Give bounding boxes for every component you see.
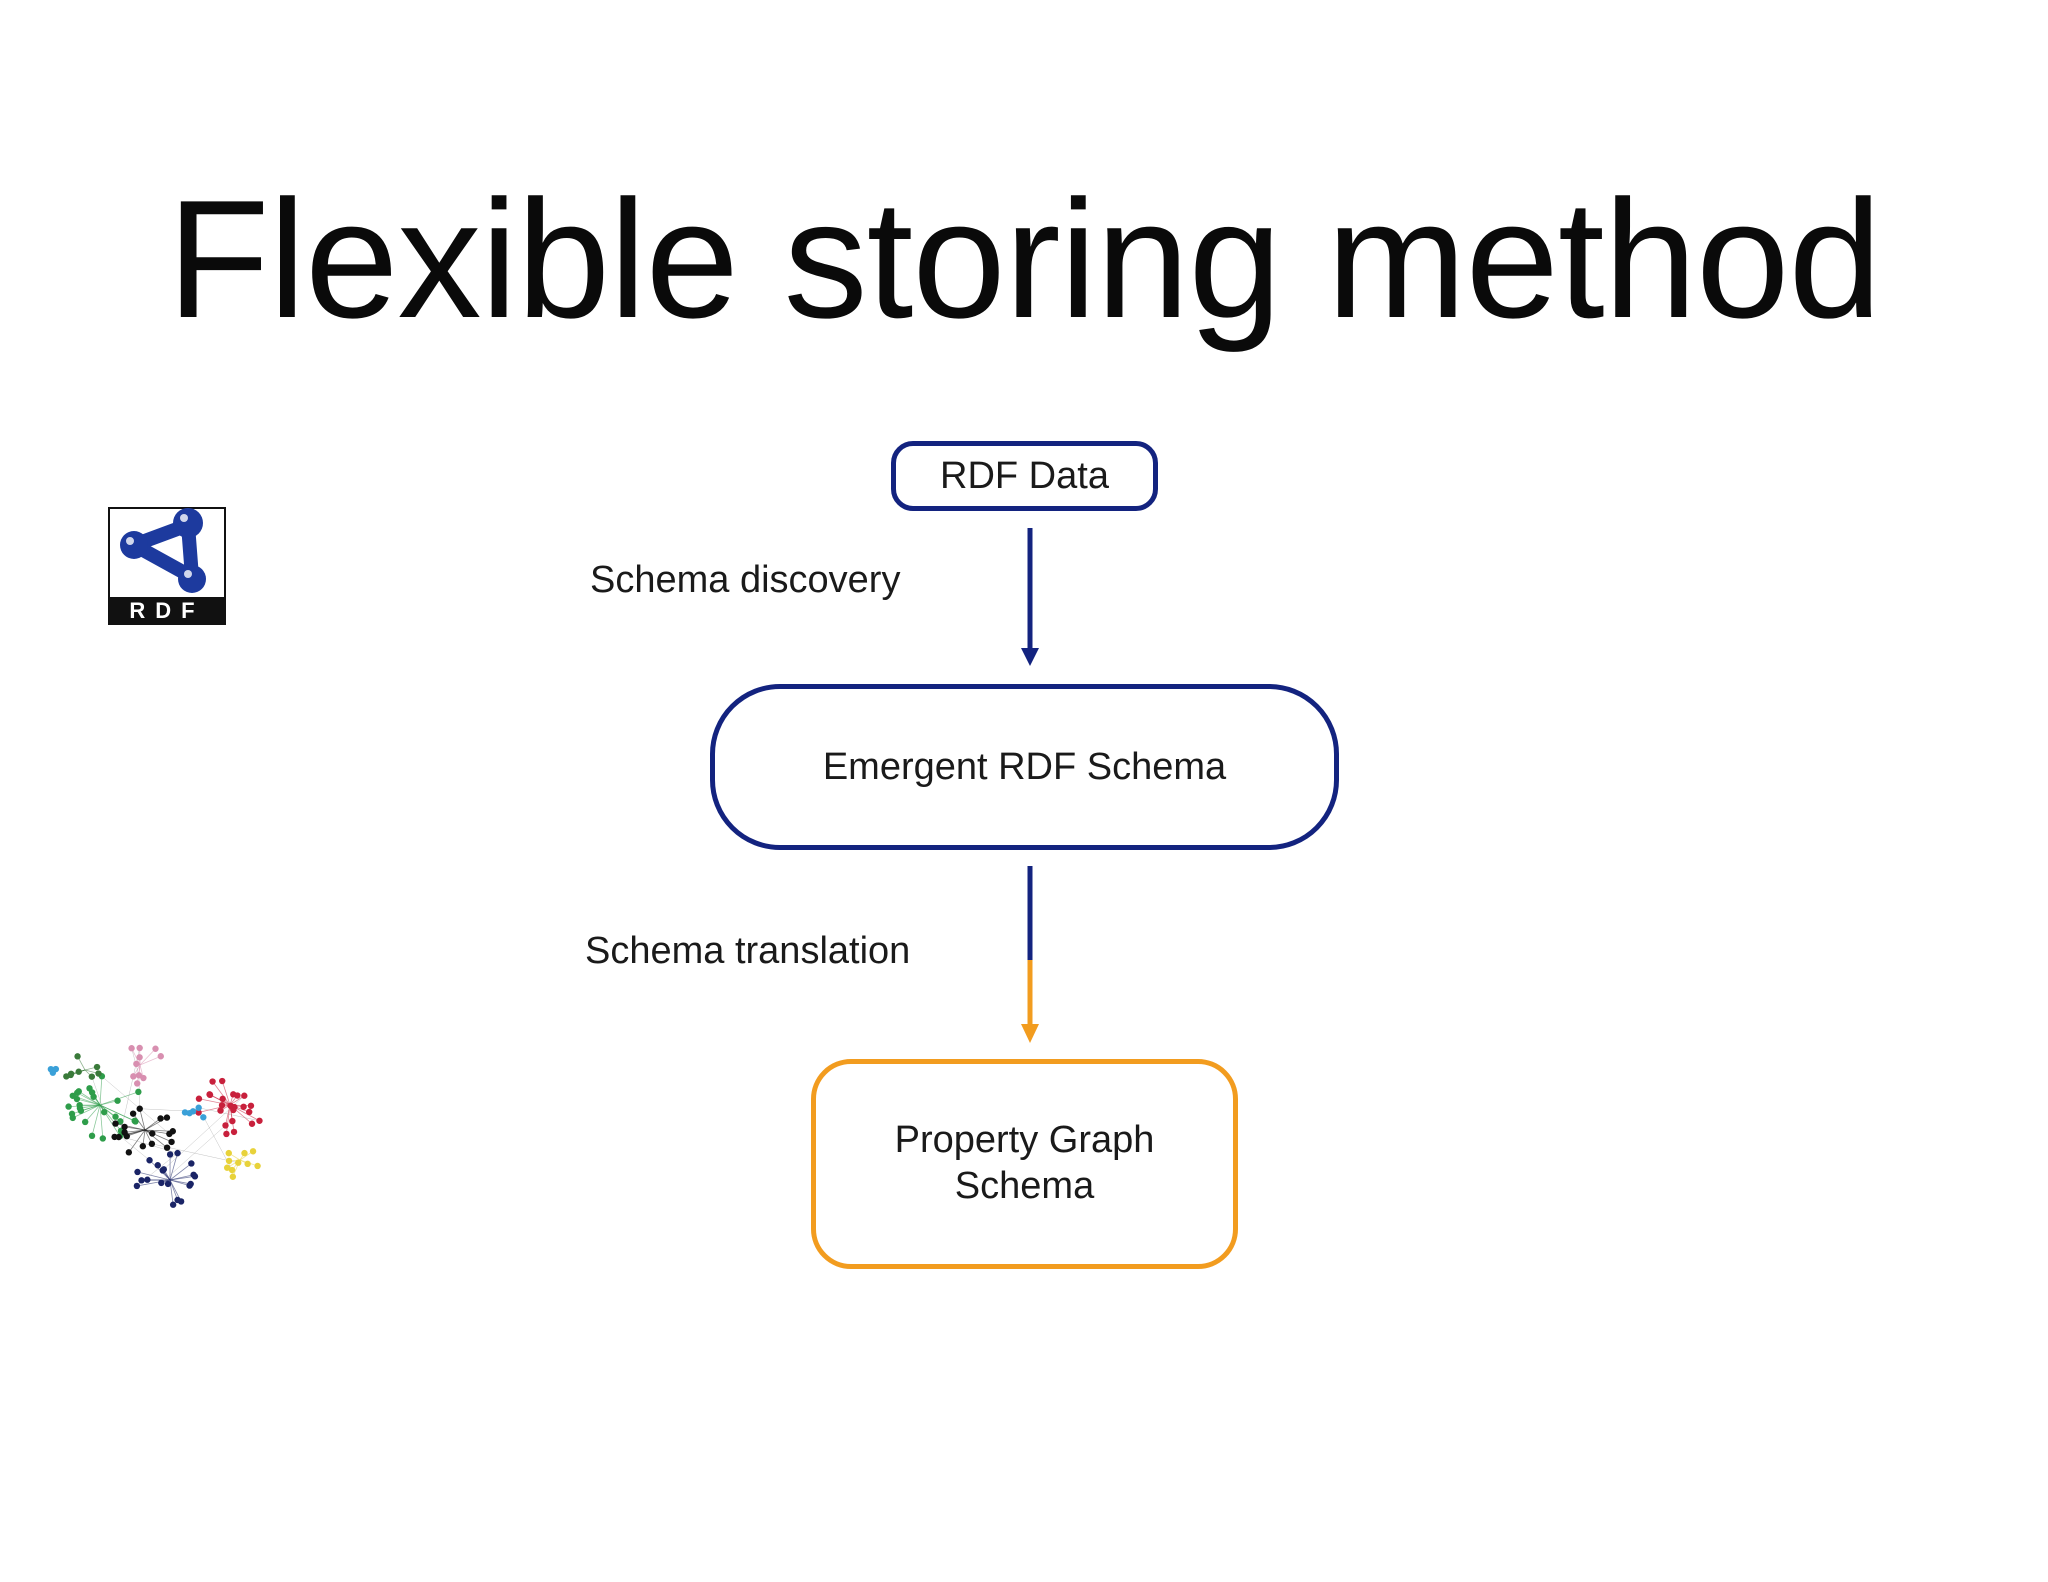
network-graph-icon [47,1044,263,1208]
network-graph-nodes [47,1044,263,1208]
slide-title: Flexible storing method [167,165,1882,353]
network-graph-edges [50,1047,260,1205]
node-emergent-rdf-schema: Emergent RDF Schema [710,684,1339,850]
rdf-logo-text: RDF [129,598,204,623]
edge-label-schema-translation: Schema translation [585,930,911,972]
node-property-graph-schema-label: Property Graph Schema [894,1119,1155,1207]
arrow-discovery-head [1021,648,1039,666]
node-emergent-rdf-schema-label: Emergent RDF Schema [822,745,1227,788]
node-rdf-data: RDF Data [891,441,1158,511]
rdf-logo-icon: RDF [108,507,226,625]
node-property-graph-schema: Property Graph Schema [811,1059,1238,1269]
node-rdf-data-label: RDF Data [940,454,1109,497]
edge-label-schema-discovery: Schema discovery [590,559,901,601]
arrow-translation-head [1021,1024,1039,1043]
